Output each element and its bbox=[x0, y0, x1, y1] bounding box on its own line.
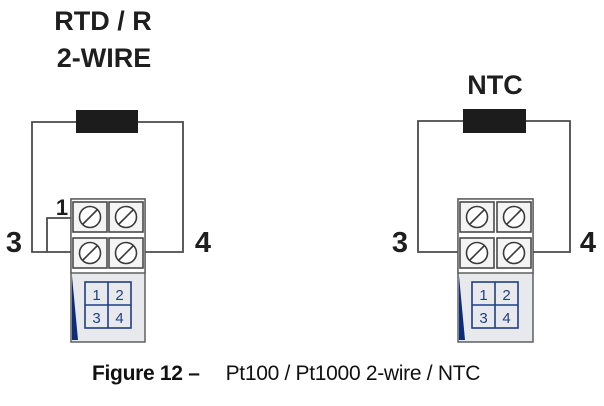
rtd-wire bbox=[31, 121, 76, 253]
rtd-jumper-label: 1 bbox=[56, 195, 68, 220]
screw-terminal-icon bbox=[459, 201, 495, 233]
rtd-pin-label: 4 bbox=[115, 310, 123, 327]
figure-caption: Figure 12 – Pt100 / Pt1000 2-wire / NTC bbox=[92, 362, 480, 386]
rtd-title-line-2: 2-WIRE bbox=[57, 43, 152, 73]
figure-number: Figure 12 – bbox=[92, 362, 200, 385]
ntc-diagram: NTC 3 4 1 2 3 4 bbox=[392, 70, 596, 343]
screw-terminal-icon bbox=[108, 237, 144, 269]
rtd-pin-label: 1 bbox=[92, 287, 100, 304]
rtd-connector-block: 1 2 3 4 bbox=[70, 198, 146, 343]
ntc-terminal-4-label: 4 bbox=[580, 227, 596, 259]
ntc-title: NTC bbox=[467, 70, 523, 100]
screw-terminal-icon bbox=[496, 237, 532, 269]
screw-terminal-icon bbox=[108, 201, 144, 233]
rtd-title-line-1: RTD / R bbox=[54, 6, 152, 36]
ntc-terminal-3-label: 3 bbox=[392, 227, 408, 259]
rtd-resistor bbox=[76, 110, 138, 133]
ntc-pin-label: 4 bbox=[502, 310, 510, 327]
rtd-jumper-wire bbox=[46, 217, 72, 252]
ntc-wire-right bbox=[526, 120, 571, 253]
rtd-terminal-3-label: 3 bbox=[6, 227, 22, 259]
rtd-diagram: RTD / R 2-WIRE 3 4 1 1 2 3 4 bbox=[6, 6, 211, 343]
screw-terminal-icon bbox=[72, 237, 108, 269]
rtd-pin-label: 2 bbox=[115, 287, 123, 304]
rtd-pin-label: 3 bbox=[92, 310, 100, 327]
screw-terminal-icon bbox=[496, 201, 532, 233]
ntc-connector-block: 1 2 3 4 bbox=[457, 198, 534, 343]
rtd-terminal-4-label: 4 bbox=[195, 227, 211, 259]
figure-description: Pt100 / Pt1000 2-wire / NTC bbox=[225, 362, 481, 385]
screw-terminal-icon bbox=[459, 237, 495, 269]
rtd-wire-right bbox=[138, 121, 184, 253]
ntc-pin-label: 1 bbox=[479, 287, 487, 304]
ntc-resistor bbox=[463, 109, 526, 133]
screw-terminal-icon bbox=[72, 201, 108, 233]
ntc-wire bbox=[417, 120, 463, 253]
ntc-pin-label: 2 bbox=[502, 287, 510, 304]
ntc-pin-label: 3 bbox=[479, 310, 487, 327]
